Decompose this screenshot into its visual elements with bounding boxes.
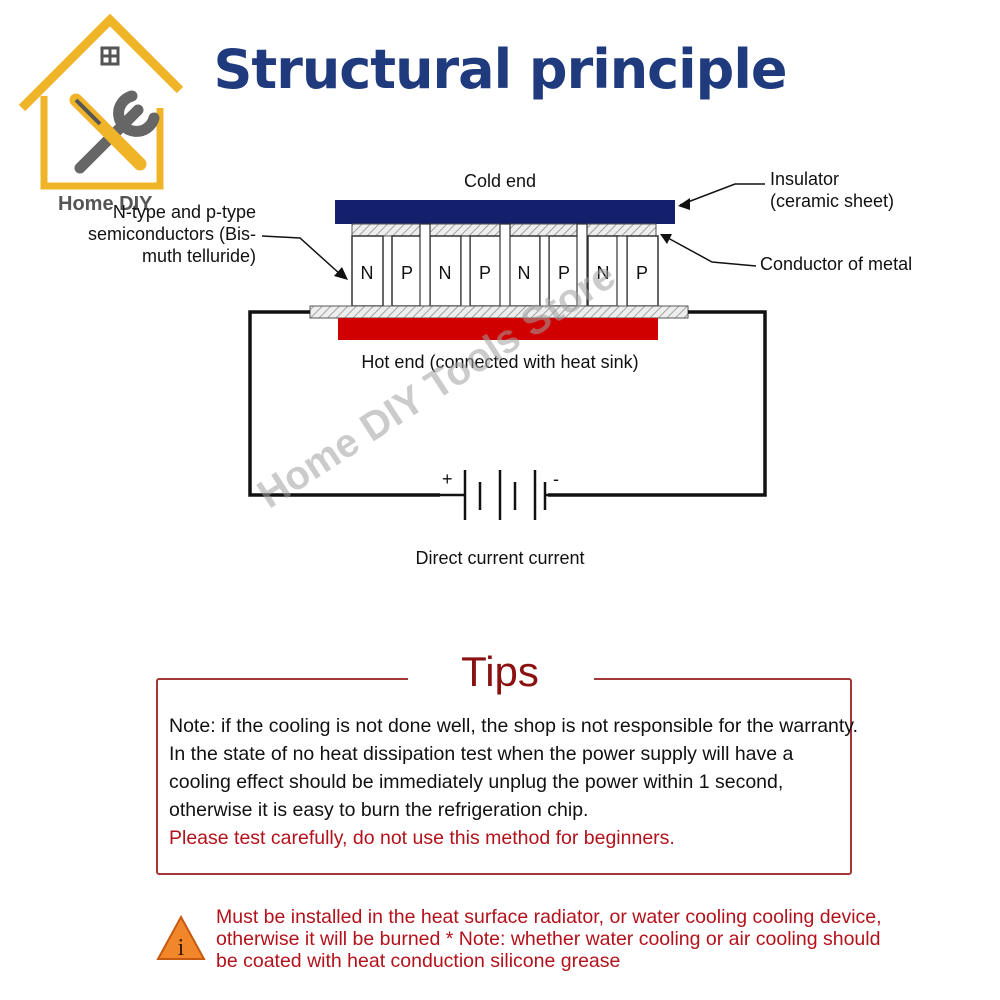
cell-label: P bbox=[636, 263, 648, 283]
hot-end-plate bbox=[338, 318, 658, 340]
semiconductor-label: semiconductors (Bis- bbox=[88, 224, 256, 244]
plus-sign: + bbox=[442, 469, 453, 489]
peltier-structure-diagram: N P N P N P N P + - Cold end Insulator (… bbox=[88, 169, 912, 568]
cell-label: P bbox=[558, 263, 570, 283]
semiconductor-label: muth telluride) bbox=[142, 246, 256, 266]
cell-label: N bbox=[597, 263, 610, 283]
page-title: Structural principle bbox=[213, 38, 788, 101]
cell-label: N bbox=[361, 263, 374, 283]
circuit-wire bbox=[248, 310, 440, 497]
tips-title-gap bbox=[408, 670, 594, 686]
cell-label: P bbox=[401, 263, 413, 283]
cold-end-plate bbox=[335, 200, 675, 224]
tips-red-warning: Please test carefully, do not use this m… bbox=[169, 827, 675, 849]
semiconductor-label: N-type and p-type bbox=[113, 202, 256, 222]
minus-sign: - bbox=[553, 469, 559, 489]
circuit-wire bbox=[548, 310, 767, 497]
brand-name: Home DIY bbox=[58, 193, 153, 215]
bottom-conductor-strip bbox=[309, 305, 689, 319]
conductor-label: Conductor of metal bbox=[760, 254, 912, 274]
tips-title: Tips bbox=[461, 648, 539, 695]
warning-triangle-icon: i bbox=[156, 915, 206, 961]
insulator-leader bbox=[679, 183, 765, 206]
cell-label: P bbox=[479, 263, 491, 283]
dc-label: Direct current current bbox=[415, 548, 584, 568]
cell-n-4 bbox=[587, 235, 620, 307]
insulator-label: (ceramic sheet) bbox=[770, 191, 894, 211]
warning-text: Must be installed in the heat surface ra… bbox=[216, 906, 882, 972]
battery-icon bbox=[440, 470, 548, 520]
tips-note: Note: if the cooling is not done well, t… bbox=[169, 715, 859, 821]
semiconductor-cells: N P N P N P N P bbox=[351, 223, 659, 319]
conductor-leader bbox=[667, 237, 757, 267]
insulator-label: Insulator bbox=[770, 169, 839, 189]
semiconductor-leader bbox=[261, 235, 341, 275]
cell-label: N bbox=[518, 263, 531, 283]
tips-content: Note: if the cooling is not done well, t… bbox=[169, 712, 859, 852]
home-diy-logo bbox=[18, 13, 184, 190]
cold-end-label: Cold end bbox=[464, 171, 536, 191]
svg-text:i: i bbox=[178, 935, 185, 961]
hot-end-label: Hot end (connected with heat sink) bbox=[361, 352, 638, 372]
cell-label: N bbox=[439, 263, 452, 283]
